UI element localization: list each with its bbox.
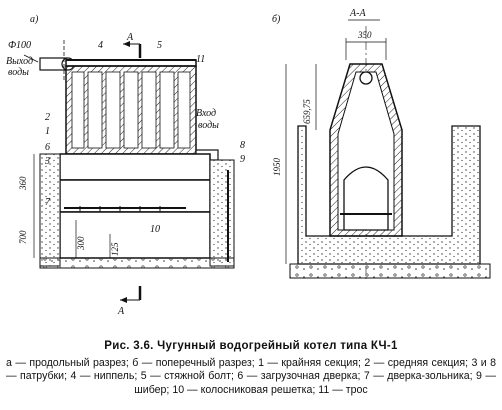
- callout-2: 2: [45, 112, 50, 123]
- panel-a-longitudinal-section: а) А Ф100 Выход воды: [6, 14, 245, 317]
- figure-caption-title: Рис. 3.6. Чугунный водогрейный котел тип…: [104, 340, 398, 352]
- ash-pit: [59, 211, 211, 259]
- figure-caption-legend: а — продольный разрез; б — поперечный ра…: [6, 357, 496, 396]
- section-title: А-А: [349, 8, 366, 19]
- panel-a-label: а): [30, 14, 39, 25]
- section-mark-bottom: А: [117, 286, 142, 317]
- callout-4: 4: [98, 40, 103, 51]
- section-mark-top: А: [123, 32, 142, 58]
- dim-350: 350: [357, 30, 372, 40]
- left-masonry: [39, 153, 61, 267]
- section-letter-top: А: [126, 32, 134, 43]
- foundation-a: [39, 257, 235, 269]
- panel-b-cross-section: б) А-А 350 1950 659,75: [272, 8, 491, 280]
- dim-700: 700: [18, 230, 28, 244]
- callout-6: 6: [45, 142, 50, 153]
- outlet-label-2: воды: [8, 67, 29, 78]
- callout-10: 10: [150, 224, 160, 235]
- dim-659: 659,75: [302, 99, 312, 124]
- fire-chamber-b: [343, 166, 389, 231]
- vertical-dims-b: [285, 64, 317, 264]
- dimension-lines-a: [33, 154, 111, 258]
- dim-125: 125: [110, 242, 120, 256]
- firebox: [59, 153, 211, 181]
- callout-3: 3: [44, 156, 50, 167]
- inlet-label-2: воды: [198, 120, 219, 131]
- section-letter-bottom: А: [117, 306, 125, 317]
- dim-300: 300: [76, 236, 86, 251]
- callout-numbers-a: 4 5 11 2 1 6 3 8 9 7 10: [44, 40, 245, 235]
- callout-9: 9: [240, 154, 245, 165]
- outlet-pipe: Ф100 Выход воды: [6, 40, 75, 80]
- inlet-label-1: Вход: [196, 108, 216, 119]
- inlet-pipe: Вход воды: [195, 108, 219, 161]
- callout-1: 1: [45, 126, 50, 137]
- outlet-label-1: Выход: [6, 56, 33, 67]
- right-masonry: [209, 159, 235, 267]
- dim-1950: 1950: [272, 158, 282, 177]
- dia-label: Ф100: [8, 40, 31, 51]
- callout-5: 5: [157, 40, 162, 51]
- callout-7: 7: [45, 197, 51, 208]
- callout-11: 11: [196, 54, 205, 65]
- dim-350-line: [345, 38, 387, 60]
- boiler-sections: [65, 65, 197, 155]
- foundation-b: [289, 263, 491, 279]
- callout-8: 8: [240, 140, 245, 151]
- panel-b-label: б): [272, 14, 281, 25]
- boiler-drawing: а) А Ф100 Выход воды: [6, 8, 491, 317]
- top-nipple: [359, 71, 373, 85]
- dim-360: 360: [18, 176, 28, 191]
